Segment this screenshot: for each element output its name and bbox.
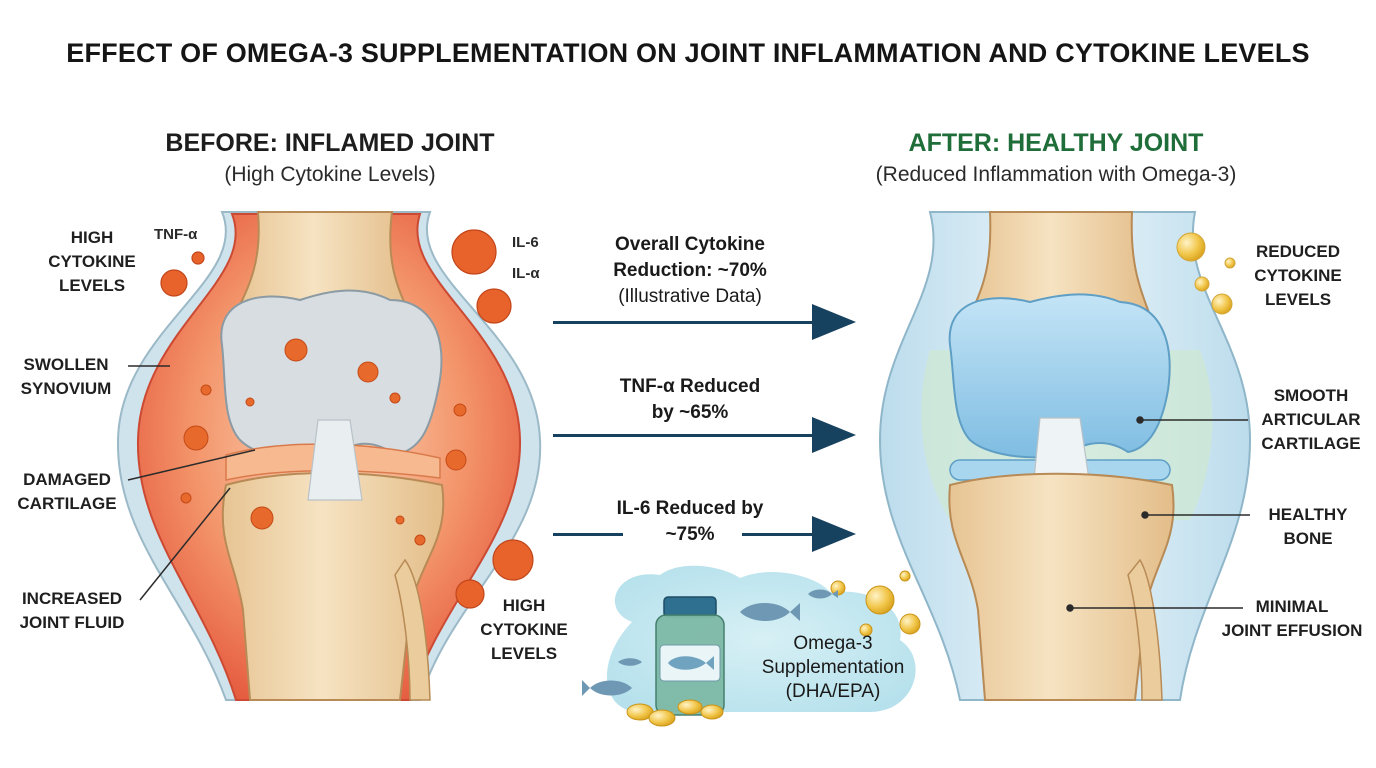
reduced-cytokine-droplets — [1176, 232, 1236, 315]
il-alpha-label: IL-α — [512, 265, 540, 282]
label-line: LEVELS — [1264, 290, 1332, 309]
inflamed-joint — [116, 211, 542, 701]
cytokine-particles — [160, 229, 534, 609]
before-subheading: (High Cytokine Levels) — [224, 163, 436, 186]
after-heading: AFTER: HEALTHY JOINT — [908, 129, 1204, 157]
label-line: ARTICULAR — [1261, 410, 1361, 429]
label-line: CARTILAGE — [1261, 434, 1361, 453]
minimal-effusion-label: MINIMAL JOINT EFFUSION — [1212, 595, 1372, 643]
reduced-cytokine-label: REDUCED CYTOKINE LEVELS — [1236, 240, 1360, 312]
stat-line: IL-6 Reduced by — [616, 498, 764, 519]
label-line: CYTOKINE — [480, 620, 568, 639]
il6-label: IL-6 — [512, 234, 539, 251]
stat-line: TNF-α Reduced — [619, 376, 761, 397]
stat-line: by ~65% — [651, 402, 729, 423]
label-line: CYTOKINE — [48, 252, 136, 271]
supplement-label: Omega-3 Supplementation (DHA/EPA) — [728, 632, 938, 704]
omega-3-supplement — [582, 565, 921, 727]
label-line: HIGH — [70, 228, 114, 247]
label-line: LEVELS — [490, 644, 558, 663]
il6-reduction-stat: IL-6 Reduced by ~75% — [570, 496, 810, 548]
overall-reduction-stat: Overall Cytokine Reduction: ~70% (Illust… — [570, 232, 810, 310]
tnf-reduction-stat: TNF-α Reduced by ~65% — [570, 374, 810, 426]
supplement-line: Omega-3 — [793, 633, 873, 654]
healthy-bone-label: HEALTHY BONE — [1256, 503, 1360, 551]
smooth-cartilage-label: SMOOTH ARTICULAR CARTILAGE — [1252, 384, 1370, 456]
label-line: DAMAGED — [23, 470, 111, 489]
label-line: SMOOTH — [1273, 386, 1349, 405]
label-line: REDUCED — [1255, 242, 1341, 261]
after-subheading: (Reduced Inflammation with Omega-3) — [875, 163, 1237, 186]
tnf-alpha-label: TNF-α — [154, 226, 198, 243]
label-line: INCREASED — [21, 589, 123, 608]
label-line: CARTILAGE — [17, 494, 117, 513]
label-line: MINIMAL — [1255, 597, 1329, 616]
page-title: EFFECT OF OMEGA-3 SUPPLEMENTATION ON JOI… — [66, 38, 1310, 68]
stat-line: Reduction: ~70% — [613, 260, 767, 281]
healthy-joint — [878, 211, 1252, 701]
after-leader-lines — [1066, 416, 1250, 612]
damaged-cartilage-label: DAMAGED CARTILAGE — [6, 468, 128, 516]
label-line: SWOLLEN — [23, 355, 109, 374]
swollen-synovium-label: SWOLLEN SYNOVIUM — [10, 353, 122, 401]
supplement-line: (DHA/EPA) — [785, 681, 881, 702]
increased-joint-fluid-label: INCREASED JOINT FLUID — [6, 587, 138, 635]
high-cytokine-label-top: HIGH CYTOKINE LEVELS — [30, 226, 154, 298]
supplement-line: Supplementation — [761, 657, 905, 678]
stat-line: ~75% — [665, 524, 715, 545]
before-heading: BEFORE: INFLAMED JOINT — [165, 129, 495, 157]
before-leader-lines — [127, 365, 256, 601]
label-line: BONE — [1283, 529, 1333, 548]
label-line: HIGH — [502, 596, 546, 615]
high-cytokine-label-bottom: HIGH CYTOKINE LEVELS — [462, 594, 586, 666]
stat-line: (Illustrative Data) — [618, 286, 762, 307]
label-line: JOINT EFFUSION — [1221, 621, 1363, 640]
arrows — [553, 304, 856, 552]
label-line: SYNOVIUM — [20, 379, 112, 398]
label-line: LEVELS — [58, 276, 126, 295]
stat-line: Overall Cytokine — [615, 234, 765, 255]
label-line: CYTOKINE — [1254, 266, 1342, 285]
label-line: JOINT FLUID — [19, 613, 125, 632]
label-line: HEALTHY — [1268, 505, 1348, 524]
